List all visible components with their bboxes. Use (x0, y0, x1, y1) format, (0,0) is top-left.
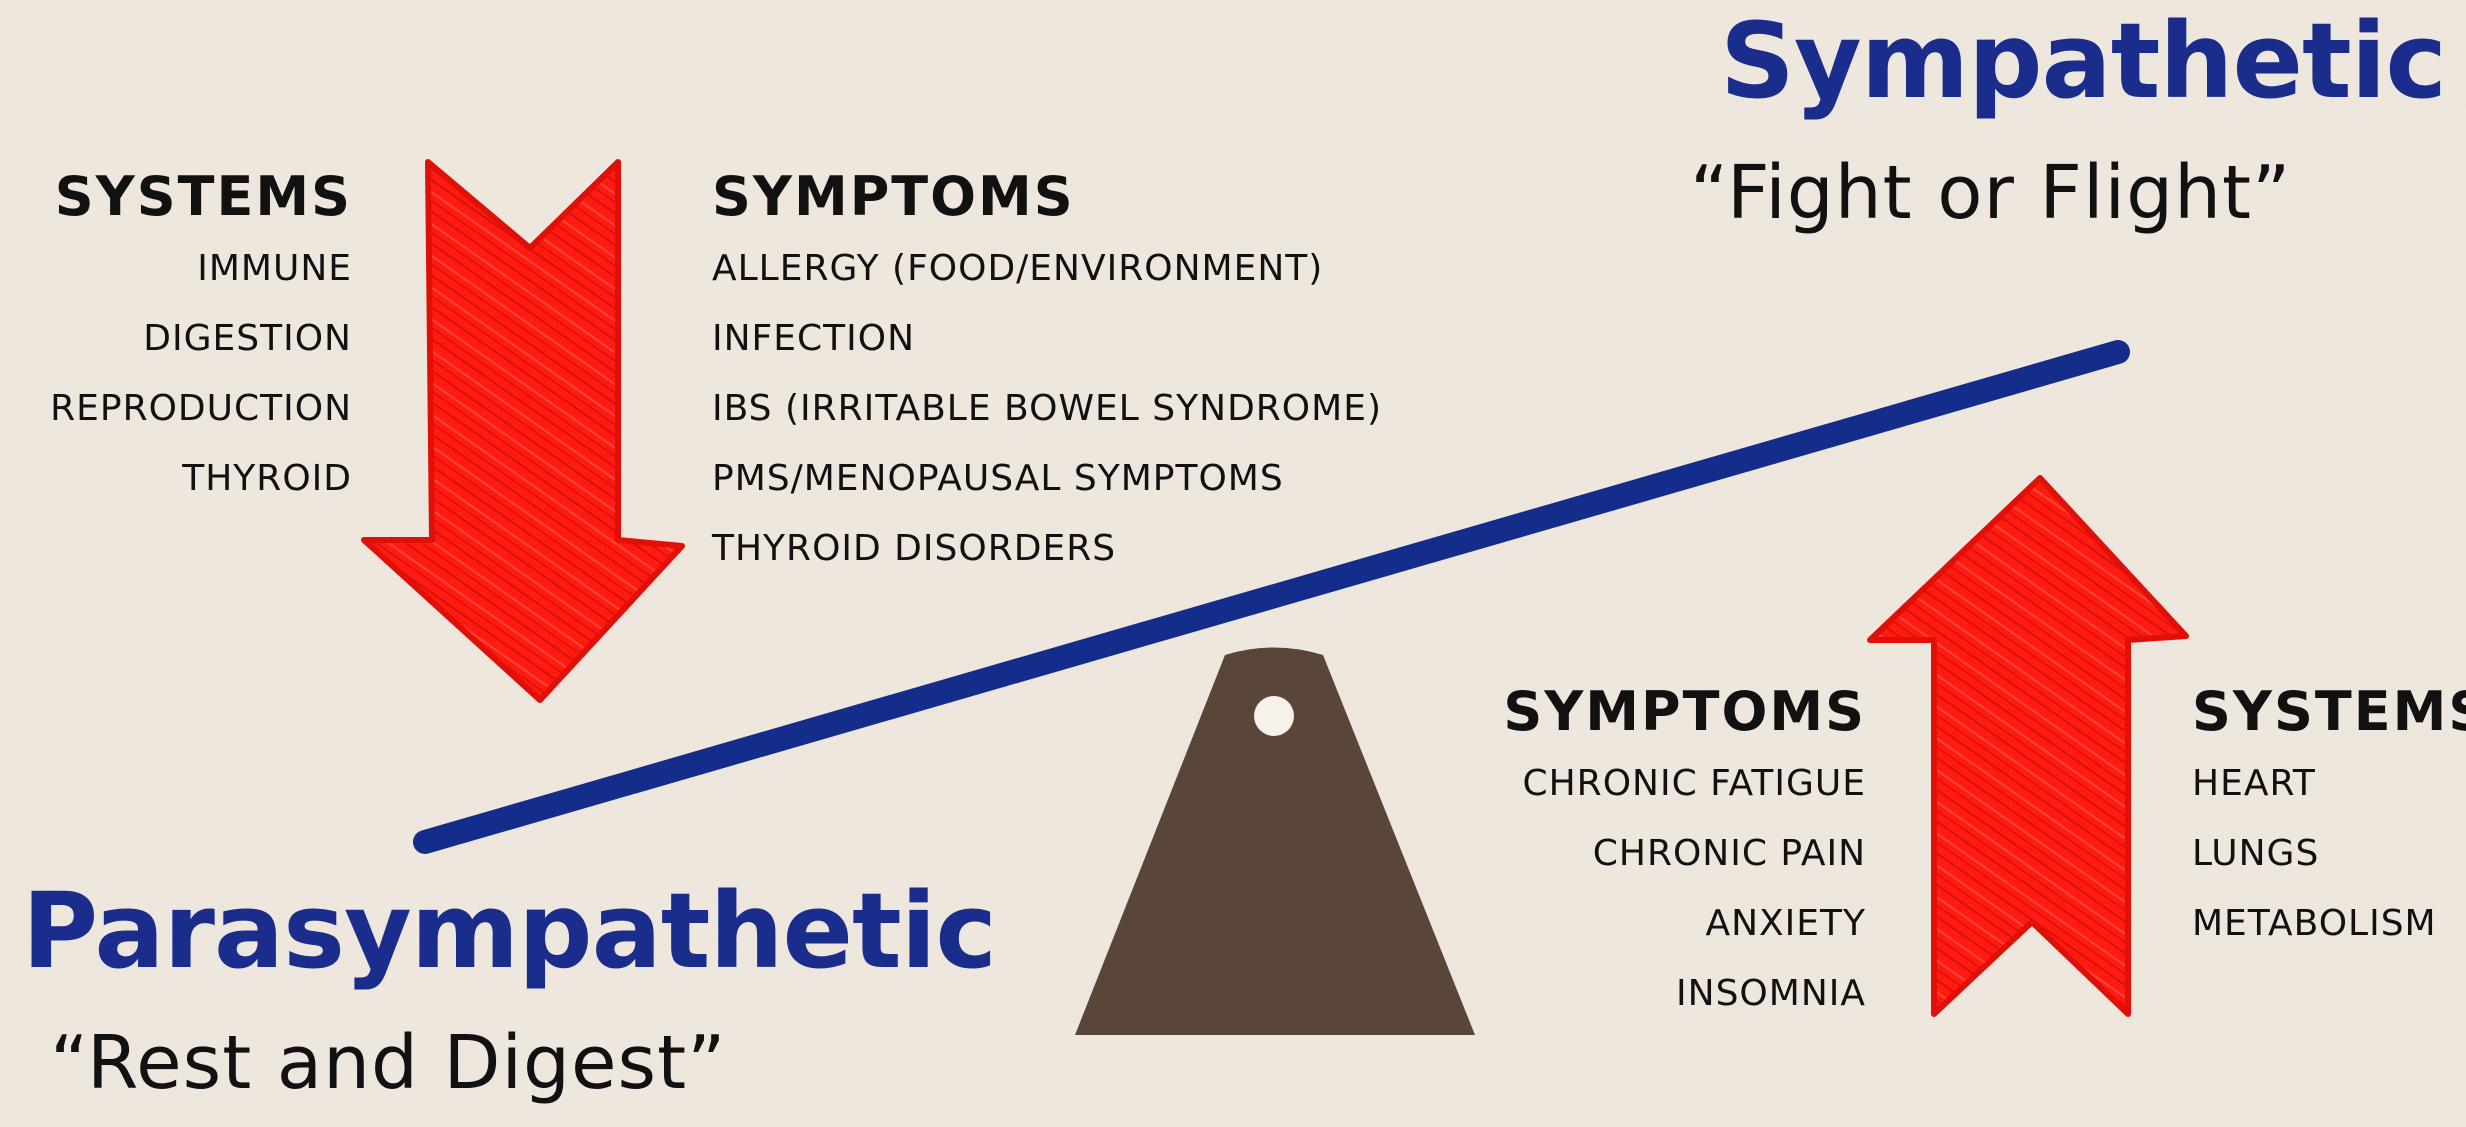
list-item: ANXIETY (1503, 889, 1866, 959)
sympathetic-title: Sympathetic (1720, 0, 2446, 122)
sympathetic-systems: SYSTEMS HEART LUNGS METABOLISM (2192, 680, 2466, 959)
list-item: LUNGS (2192, 819, 2466, 889)
symptoms-list: ALLERGY (FOOD/ENVIRONMENT) INFECTION IBS… (712, 234, 1382, 584)
list-item: INSOMNIA (1503, 959, 1866, 1029)
parasympathetic-subtitle: “Rest and Digest” (50, 1020, 726, 1106)
list-item: CHRONIC FATIGUE (1503, 749, 1866, 819)
list-item: THYROID DISORDERS (712, 514, 1382, 584)
section-heading: SYMPTOMS (712, 165, 1382, 228)
list-item: INFECTION (712, 304, 1382, 374)
section-heading: SYMPTOMS (1503, 680, 1866, 743)
list-item: REPRODUCTION (50, 374, 352, 444)
up-arrow-icon (1870, 478, 2186, 1014)
section-heading: SYSTEMS (2192, 680, 2466, 743)
list-item: IBS (IRRITABLE BOWEL SYNDROME) (712, 374, 1382, 444)
list-item: METABOLISM (2192, 889, 2466, 959)
list-item: PMS/MENOPAUSAL SYMPTOMS (712, 444, 1382, 514)
symptoms-list: CHRONIC FATIGUE CHRONIC PAIN ANXIETY INS… (1503, 749, 1866, 1029)
parasympathetic-symptoms: SYMPTOMS ALLERGY (FOOD/ENVIRONMENT) INFE… (712, 165, 1382, 584)
sympathetic-symptoms: SYMPTOMS CHRONIC FATIGUE CHRONIC PAIN AN… (1503, 680, 1866, 1029)
down-arrow-icon (364, 162, 682, 700)
systems-list: HEART LUNGS METABOLISM (2192, 749, 2466, 959)
list-item: DIGESTION (50, 304, 352, 374)
list-item: IMMUNE (50, 234, 352, 304)
list-item: HEART (2192, 749, 2466, 819)
fulcrum (1075, 648, 1475, 1036)
list-item: THYROID (50, 444, 352, 514)
list-item: CHRONIC PAIN (1503, 819, 1866, 889)
systems-list: IMMUNE DIGESTION REPRODUCTION THYROID (50, 234, 352, 514)
list-item: ALLERGY (FOOD/ENVIRONMENT) (712, 234, 1382, 304)
section-heading: SYSTEMS (50, 165, 352, 228)
parasympathetic-systems: SYSTEMS IMMUNE DIGESTION REPRODUCTION TH… (50, 165, 352, 514)
sympathetic-subtitle: “Fight or Flight” (1690, 150, 2291, 236)
parasympathetic-title: Parasympathetic (22, 870, 996, 992)
